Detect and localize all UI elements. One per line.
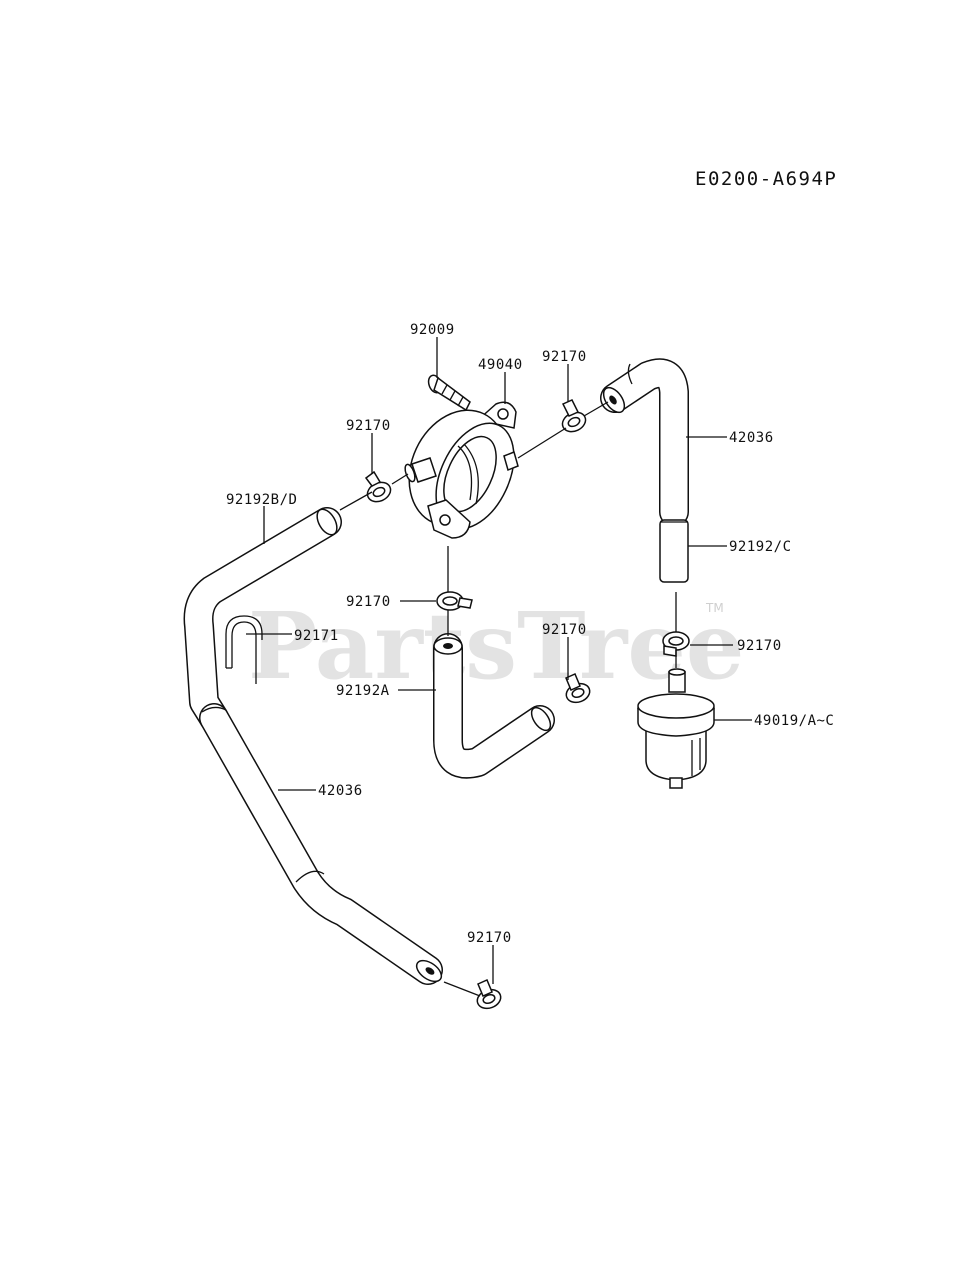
label-clamp-bottom: 92170: [467, 930, 512, 946]
label-clamp-pump-outlet: 92170: [542, 349, 587, 365]
hose-upper-right[interactable]: [599, 358, 689, 527]
watermark-trademark: TM: [705, 601, 724, 615]
hose-left-long[interactable]: [183, 506, 342, 733]
bolt[interactable]: [426, 373, 471, 412]
diagram-code: E0200-A694P: [695, 168, 837, 190]
label-hose-a: 92192A: [336, 683, 390, 699]
clamp-hose-a[interactable]: [564, 673, 593, 706]
hose-a[interactable]: [433, 633, 555, 779]
leader-lines: [246, 337, 752, 984]
clip[interactable]: [225, 615, 263, 684]
fuel-filter[interactable]: [637, 668, 715, 789]
label-clamp-hose-a: 92170: [542, 622, 587, 638]
label-fuel-filter: 49019/A~C: [754, 713, 834, 729]
clamp-pump-bottom[interactable]: [436, 591, 473, 611]
label-clip: 92171: [294, 628, 339, 644]
clamp-bottom[interactable]: [475, 979, 504, 1012]
clamp-pump-outlet[interactable]: [559, 399, 588, 435]
hose-right-short[interactable]: [659, 519, 689, 583]
clamp-pump-inlet[interactable]: [364, 470, 393, 505]
hose-lower-left[interactable]: [199, 703, 445, 985]
label-hose-lower-left: 42036: [318, 783, 363, 799]
label-clamp-filter-top: 92170: [737, 638, 782, 654]
watermark-text: PartsTree: [248, 592, 744, 700]
label-hose-right-short: 92192/C: [729, 539, 792, 555]
label-fuel-pump: 49040: [478, 357, 523, 373]
label-hose-upper-right: 42036: [729, 430, 774, 446]
label-clamp-pump-bottom: 92170: [346, 594, 391, 610]
label-hose-left-long: 92192B/D: [226, 492, 297, 508]
label-clamp-pump-inlet: 92170: [346, 418, 391, 434]
fuel-pump[interactable]: [391, 394, 530, 542]
connector-lines: [339, 401, 677, 997]
label-bolt: 92009: [410, 322, 455, 338]
